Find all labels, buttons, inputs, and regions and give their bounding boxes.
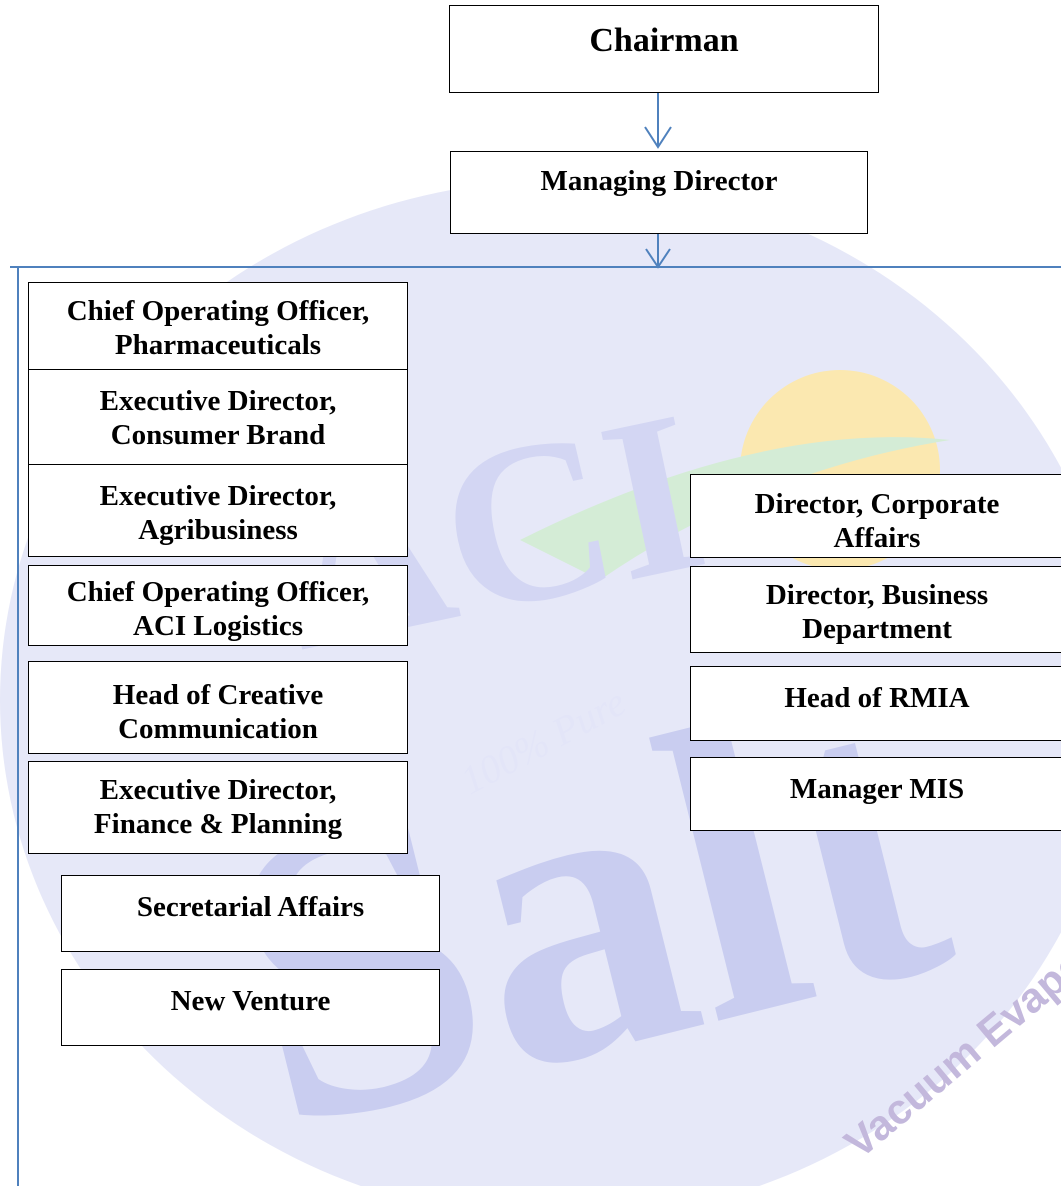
box-title-line1: Chief Operating Officer, <box>66 576 370 608</box>
box-title-line1: New Venture <box>170 985 331 1017</box>
box-title-line2: Department <box>802 613 952 645</box>
org-box-new-venture: New Venture <box>61 969 440 1046</box>
box-title-line2: Consumer Brand <box>110 419 326 451</box>
watermark-leaf <box>520 437 950 580</box>
chairman-label: Chairman <box>589 22 739 59</box>
org-box-coo-aci-logistics: Chief Operating Officer, ACI Logistics <box>28 565 408 646</box>
box-title-line1: Chief Operating Officer, <box>66 295 370 327</box>
box-title-line2: Communication <box>118 713 318 745</box>
org-box-ed-finance-planning: Executive Director, Finance & Planning <box>28 761 408 854</box>
box-title-line2: ACI Logistics <box>133 610 303 642</box>
box-title-line1: Director, Corporate <box>754 488 1000 520</box>
managing-director-box: Managing Director <box>450 151 868 234</box>
org-box-director-corporate-affairs: Director, Corporate Affairs <box>690 474 1061 558</box>
box-title-line1: Secretarial Affairs <box>136 891 365 923</box>
org-box-director-business-department: Director, Business Department <box>690 566 1061 653</box>
arrow-head-md <box>644 126 672 149</box>
box-title-line2: Affairs <box>833 522 921 554</box>
org-box-head-creative-communication: Head of Creative Communication <box>28 661 408 754</box>
org-box-manager-mis: Manager MIS <box>690 757 1061 831</box>
box-title-line2: Agribusiness <box>138 514 298 546</box>
box-title-line1: Executive Director, <box>99 774 337 806</box>
org-box-ed-consumer-brand: Executive Director, Consumer Brand <box>28 369 408 465</box>
box-title-line2: Finance & Planning <box>93 808 343 840</box>
box-title-line1: Head of RMIA <box>784 682 970 714</box>
box-title-line1: Executive Director, <box>99 385 337 417</box>
org-box-secretarial-affairs: Secretarial Affairs <box>61 875 440 952</box>
org-box-ed-agribusiness: Executive Director, Agribusiness <box>28 464 408 557</box>
box-title-line2: Pharmaceuticals <box>114 329 322 361</box>
box-title-line1: Executive Director, <box>99 480 337 512</box>
org-box-head-rmia: Head of RMIA <box>690 666 1061 741</box>
box-title-line1: Manager MIS <box>789 773 965 805</box>
org-box-coo-pharmaceuticals: Chief Operating Officer, Pharmaceuticals <box>28 282 408 370</box>
box-title-line1: Head of Creative <box>112 679 324 711</box>
chairman-box: Chairman <box>449 5 879 93</box>
managing-director-label: Managing Director <box>540 165 778 197</box>
box-title-line1: Director, Business <box>765 579 989 611</box>
